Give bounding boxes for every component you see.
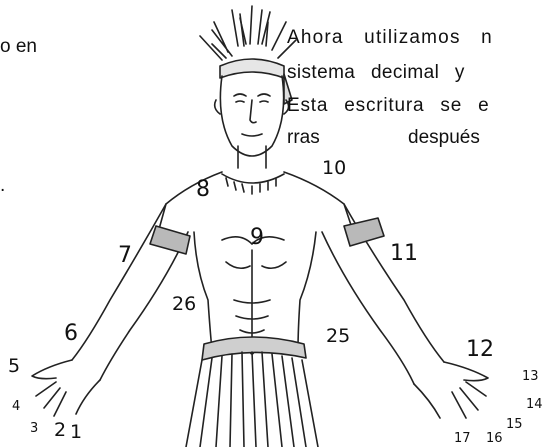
label-12: 12: [466, 337, 494, 362]
label-5: 5: [8, 355, 20, 377]
paragraph-line-2: sistema decimal y: [287, 63, 465, 82]
label-6: 6: [64, 321, 78, 346]
label-2: 2: [54, 419, 66, 441]
right-hand: [414, 362, 488, 418]
label-25: 25: [326, 325, 350, 347]
paragraph-line-4a: rras: [287, 128, 320, 147]
label-7: 7: [118, 243, 132, 268]
left-hand: [32, 360, 100, 416]
paragraph-line-4b: después: [408, 128, 480, 147]
left-armband: [150, 226, 190, 254]
label-9: 9: [250, 225, 264, 250]
paragraph-line-1: Ahora utilizamos n: [287, 28, 493, 47]
label-13: 13: [522, 369, 539, 384]
label-1: 1: [70, 421, 82, 443]
label-3: 3: [30, 421, 38, 436]
label-4: 4: [12, 399, 20, 414]
label-11: 11: [390, 241, 418, 266]
headdress-feathers: [200, 6, 296, 60]
belt: [202, 337, 306, 360]
necklace: [222, 174, 284, 194]
label-15: 15: [506, 417, 523, 432]
label-16: 16: [486, 431, 503, 446]
headband: [220, 59, 284, 78]
label-8: 8: [196, 177, 210, 202]
head: [220, 76, 283, 156]
paragraph-line-3: Esta escritura se e: [287, 96, 490, 115]
label-26: 26: [172, 293, 196, 315]
label-17: 17: [454, 431, 471, 446]
label-14: 14: [526, 397, 543, 412]
grass-skirt: [186, 352, 318, 447]
label-10: 10: [322, 157, 346, 179]
